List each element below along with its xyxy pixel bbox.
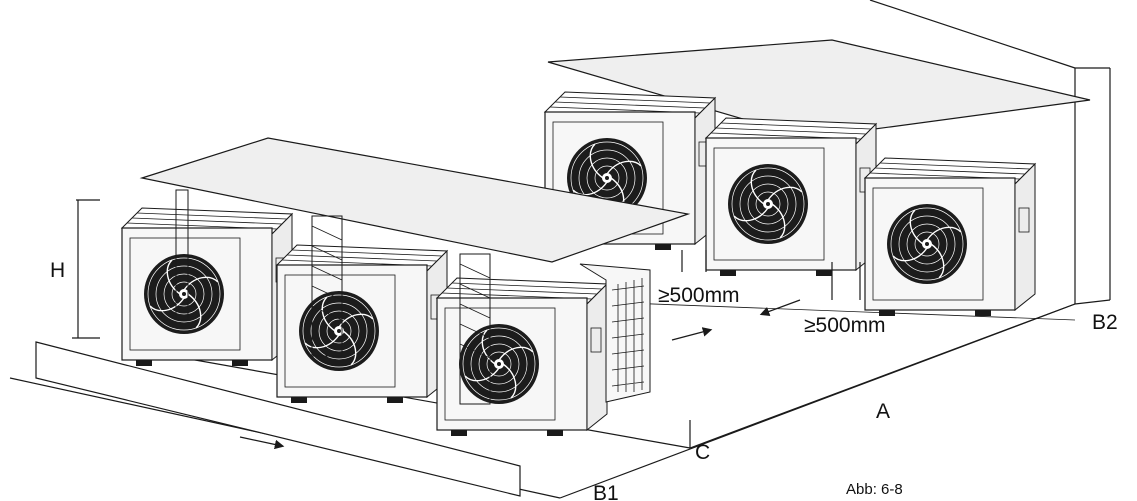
air-arrow-right-icon [671, 327, 713, 341]
rear-unit-3 [865, 158, 1035, 316]
support-frame [175, 189, 491, 405]
front-unit-1 [122, 208, 292, 366]
clearance-marks [681, 250, 861, 300]
rear-roof-plate [547, 39, 1091, 139]
height-label: H [50, 259, 65, 282]
zone-b2-label: B2 [1092, 311, 1118, 334]
air-arrow-left-icon [759, 299, 801, 317]
wall-arrow-icon [239, 436, 285, 450]
clearance-right-label: ≥500mm [804, 314, 886, 337]
figure-caption: Abb: 6-8 [846, 481, 903, 498]
front-wall [35, 341, 521, 497]
front-roof-plate [139, 137, 691, 263]
zone-b1-label: B1 [593, 482, 619, 501]
front-unit-3 [437, 278, 607, 436]
front-unit-2 [277, 245, 447, 403]
zone-a-label: A [876, 400, 890, 423]
zone-c-label: C [695, 441, 710, 464]
rear-unit-2 [706, 118, 876, 276]
side-grille-unit [579, 263, 651, 403]
clearance-left-label: ≥500mm [658, 284, 740, 307]
height-dimension [72, 199, 100, 339]
